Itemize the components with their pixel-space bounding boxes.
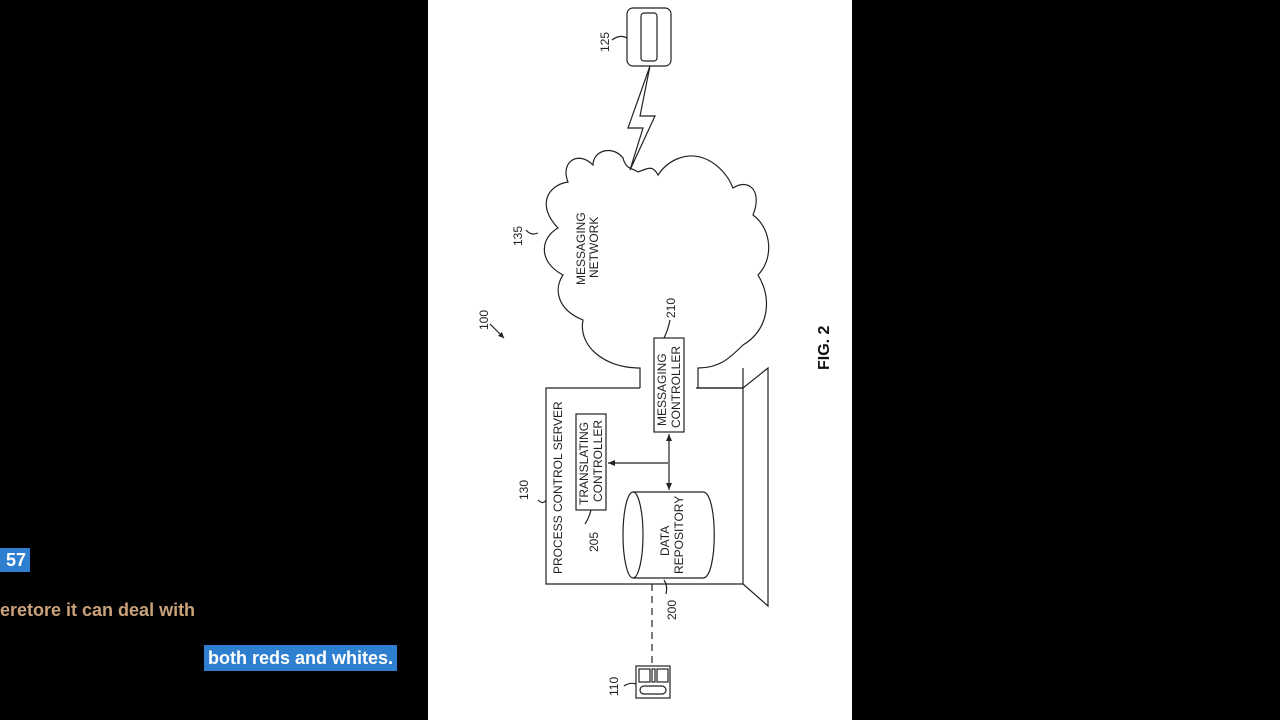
patent-diagram: 125 135 MESSAGING NETWORK 100 210 MESSAG… — [477, 7, 833, 699]
server-3d-side — [742, 366, 769, 608]
process-control-server-label: PROCESS CONTROL SERVER — [551, 401, 565, 574]
ref-210-leader — [663, 319, 671, 339]
ref-110-label: 110 — [607, 677, 621, 696]
messaging-controller-box — [653, 337, 685, 433]
translating-controller-line1: TRANSLATING — [577, 422, 591, 505]
figure-title: FIG. 2 — [816, 325, 833, 370]
mobile-device-screen — [640, 12, 658, 62]
process-control-server-outline — [545, 387, 744, 585]
ref-135-leader — [525, 229, 539, 235]
ref-130-leader — [537, 499, 547, 504]
messaging-controller-line1: MESSAGING — [655, 353, 669, 426]
ref-205-label: 205 — [587, 532, 601, 552]
messaging-controller-line2: CONTROLLER — [669, 346, 683, 428]
ref-130-label: 130 — [517, 480, 531, 500]
translating-controller-line2: CONTROLLER — [591, 420, 605, 502]
ref-200-label: 200 — [665, 600, 679, 620]
mobile-device-icon — [626, 7, 672, 67]
ref-135-label: 135 — [511, 226, 525, 246]
field-device-handle — [639, 685, 667, 695]
ref-110-leader — [623, 682, 637, 687]
subtitle-line: both reds and whites. — [204, 645, 398, 671]
ref-125-leader — [611, 35, 628, 41]
subtitle-fragment-1: 57 — [0, 548, 30, 572]
field-device-grid-left — [638, 668, 651, 683]
ref-200-leader — [663, 579, 668, 595]
ref-125-label: 125 — [598, 32, 612, 52]
messaging-network-cloud — [543, 149, 770, 389]
field-device-icon — [635, 665, 671, 699]
wireless-link-icon — [627, 65, 656, 171]
network-label-line2: NETWORK — [587, 217, 601, 278]
ref-205-leader — [584, 509, 592, 525]
patent-figure-page: 125 135 MESSAGING NETWORK 100 210 MESSAG… — [428, 0, 852, 720]
ref-100-label: 100 — [477, 310, 491, 330]
data-repository-cylinder — [633, 491, 715, 579]
ref-210-label: 210 — [664, 298, 678, 318]
field-device-slot — [651, 668, 656, 683]
field-device-grid-right — [656, 668, 669, 683]
data-repository-line2: REPOSITORY — [672, 496, 686, 574]
data-repository-top — [622, 491, 644, 579]
subtitle-fragment-2: eretore it can deal with — [0, 600, 196, 620]
network-label-line1: MESSAGING — [574, 212, 588, 285]
data-repository-line1: DATA — [658, 526, 672, 556]
